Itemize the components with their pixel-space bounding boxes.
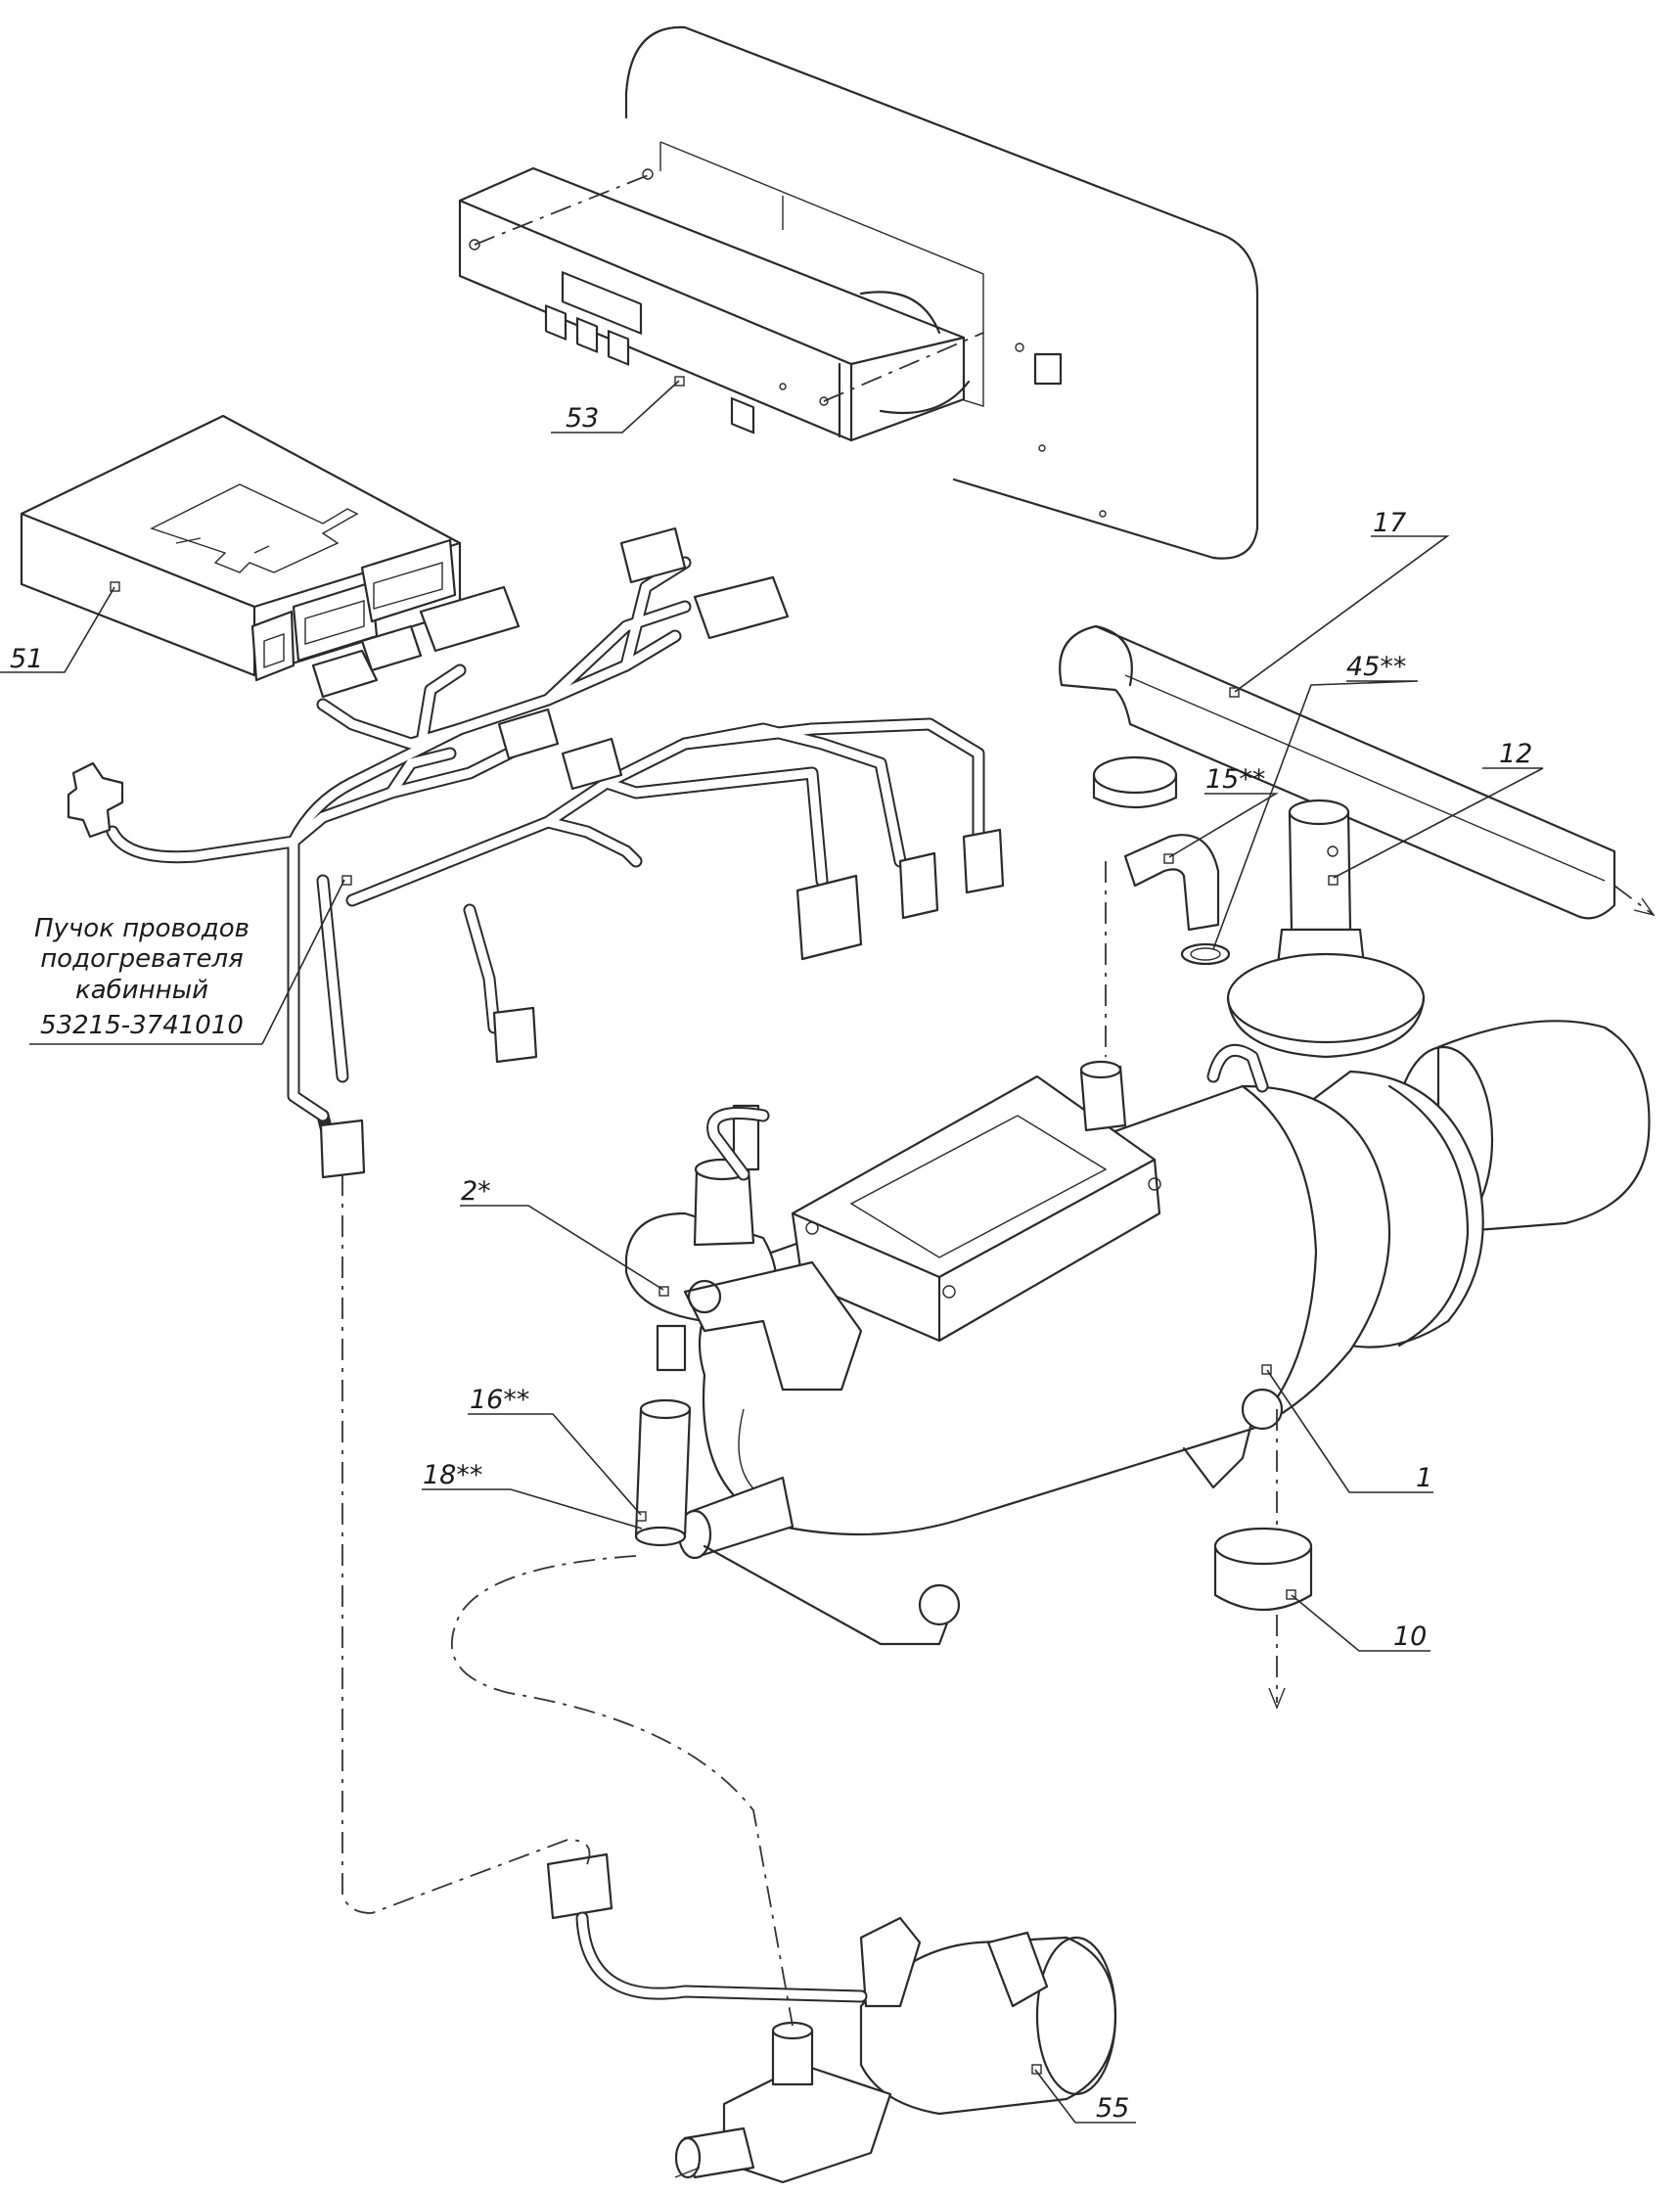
callout-51: 51: [10, 644, 43, 674]
callout-12: 12: [1499, 739, 1532, 769]
fuel-line-parts: [1123, 799, 1367, 976]
callout-17: 17: [1373, 508, 1406, 538]
callout-55: 55: [1096, 2093, 1129, 2124]
water-pump-55: [546, 1852, 1117, 2184]
coolant-routing: [341, 1174, 794, 2027]
callout-15: 15**: [1205, 764, 1265, 795]
harness-note-line3: кабинный: [75, 976, 208, 1005]
callout-2: 2*: [461, 1176, 491, 1207]
harness-note-line2: подогревателя: [40, 944, 244, 974]
harness-note-line4: 53215-3741010: [40, 1011, 244, 1040]
callout-16: 16**: [470, 1385, 529, 1415]
fuel-filter-16: [634, 1398, 692, 1547]
callout-45: 45**: [1346, 652, 1406, 682]
callout-53: 53: [566, 403, 599, 434]
callout-10: 10: [1393, 1622, 1427, 1652]
exhaust-pipe-17: [1059, 624, 1656, 920]
callout-1: 1: [1416, 1463, 1432, 1493]
harness-note-line1: Пучок проводов: [34, 914, 250, 943]
callout-leaders: [0, 380, 1544, 2124]
wiring-harness: [67, 526, 1005, 1179]
clamp-10: [1213, 1527, 1313, 1611]
callout-18: 18**: [423, 1460, 482, 1490]
harness-note: Пучок проводов подогревателя кабинный 53…: [29, 914, 262, 1045]
dashboard-panel: [624, 25, 1259, 560]
heater-body-1: [624, 861, 1651, 1710]
control-panel-53: [458, 166, 984, 442]
